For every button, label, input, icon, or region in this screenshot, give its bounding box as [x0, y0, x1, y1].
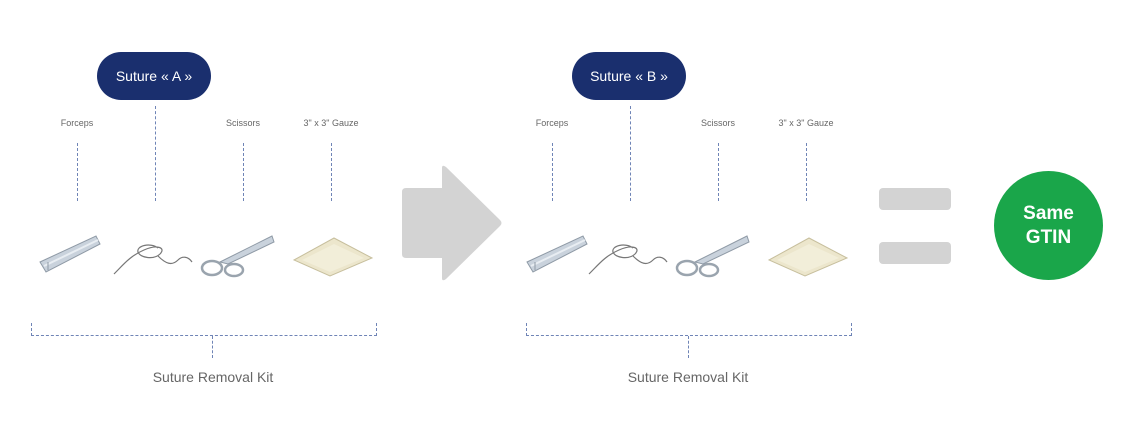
forceps-label: Forceps — [60, 118, 94, 128]
scissors-label: Scissors — [225, 118, 261, 128]
scissors-icon — [675, 235, 750, 278]
same-gtin-badge: Same GTIN — [994, 171, 1103, 280]
gauze-connector — [331, 143, 332, 201]
gauze-icon — [292, 237, 374, 277]
kit-a-label: Suture Removal Kit — [152, 369, 274, 385]
gauze-connector — [806, 143, 807, 201]
kit-b-bracket — [526, 323, 852, 336]
forceps-icon — [526, 235, 588, 273]
scissors-label: Scissors — [700, 118, 736, 128]
equals-bar-top — [879, 188, 951, 210]
kit-a-bracket — [31, 323, 377, 336]
scissors-icon — [200, 235, 275, 278]
right-arrow-icon — [402, 165, 502, 281]
suture-thread-icon — [113, 244, 193, 275]
forceps-connector — [77, 143, 78, 201]
kit-a-bracket-stem — [212, 336, 213, 358]
suture-connector — [630, 106, 631, 201]
suture-b-badge: Suture « B » — [572, 52, 686, 100]
badge-line-2: GTIN — [1025, 226, 1072, 248]
kit-b-label: Suture Removal Kit — [627, 369, 749, 385]
forceps-icon — [39, 235, 101, 273]
scissors-connector — [718, 143, 719, 201]
equals-bar-bottom — [879, 242, 951, 264]
kit-b-bracket-stem — [688, 336, 689, 358]
gauze-label: 3" x 3" Gauze — [303, 118, 359, 128]
forceps-connector — [552, 143, 553, 201]
suture-a-badge: Suture « A » — [97, 52, 211, 100]
suture-thread-icon — [588, 244, 668, 275]
suture-connector — [155, 106, 156, 201]
kit-a: Suture « A » Forceps Scissors 3" x 3" Ga… — [0, 0, 377, 435]
kit-b: Suture « B » Forceps Scissors 3" x 3" Ga… — [475, 0, 852, 435]
forceps-label: Forceps — [535, 118, 569, 128]
gauze-label: 3" x 3" Gauze — [778, 118, 834, 128]
gauze-icon — [767, 237, 849, 277]
scissors-connector — [243, 143, 244, 201]
badge-line-1: Same — [1023, 202, 1074, 224]
